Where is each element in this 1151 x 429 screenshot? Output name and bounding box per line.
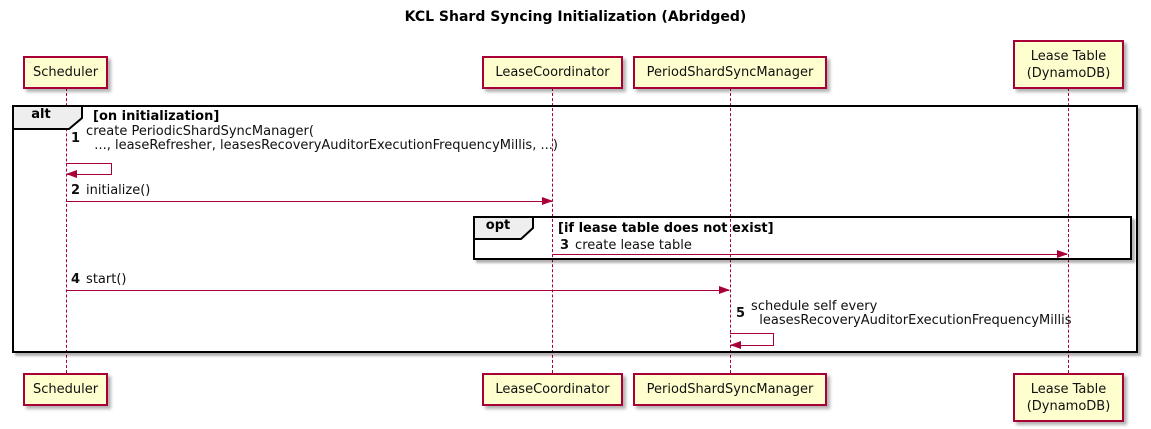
message-label: start() <box>86 271 127 287</box>
arrow-create-lease-table <box>553 250 1068 259</box>
message-number: 1 <box>71 131 81 146</box>
message-label: create PeriodicShardSyncManager( ..., le… <box>86 124 558 153</box>
arrow-initialize <box>66 197 553 206</box>
arrowhead-right <box>719 286 730 294</box>
participant-scheduler-bottom: Scheduler <box>23 373 108 406</box>
self-arrow-create-manager <box>66 163 112 178</box>
message-label: initialize() <box>86 182 151 198</box>
opt-operator-label: opt <box>485 218 511 233</box>
message-number: 2 <box>71 183 81 198</box>
lifeline-period-shard-sync-manager <box>730 88 731 373</box>
participant-lease-coordinator-top: LeaseCoordinator <box>482 56 623 89</box>
lifeline-scheduler <box>66 88 67 373</box>
alt-operator-label: alt <box>31 107 51 122</box>
message-start: 4 start() <box>71 272 126 287</box>
arrowhead-left <box>730 341 741 349</box>
arrow-shaft <box>553 254 1067 255</box>
alt-operator-pentagon <box>12 105 83 130</box>
opt-fragment-frame: opt [if lease table does not exist] <box>473 216 1132 260</box>
opt-operator-pentagon <box>473 216 534 240</box>
opt-guard-label: [if lease table does not exist] <box>558 221 774 236</box>
participant-period-shard-sync-manager-top: PeriodShardSyncManager <box>633 56 827 89</box>
arrow-shaft <box>66 290 729 291</box>
diagram-title: KCL Shard Syncing Initialization (Abridg… <box>404 9 747 25</box>
arrow-shaft <box>66 201 552 202</box>
lifeline-lease-table <box>1068 88 1069 373</box>
arrowhead-left <box>66 170 77 178</box>
alt-fragment-frame: alt [on initialization] <box>12 105 1138 353</box>
lifeline-lease-coordinator <box>552 88 553 373</box>
alt-guard-label: [on initialization] <box>93 109 220 124</box>
message-initialize: 2 initialize() <box>71 183 150 198</box>
arrow-start <box>66 286 730 295</box>
participant-lease-table-bottom: Lease Table (DynamoDB) <box>1013 373 1124 422</box>
message-create-manager: 1 create PeriodicShardSyncManager( ..., … <box>71 125 558 152</box>
participant-lease-coordinator-bottom: LeaseCoordinator <box>482 373 623 406</box>
message-label: create lease table <box>575 237 692 253</box>
self-arrow-schedule-self <box>730 333 774 349</box>
message-number: 3 <box>560 238 570 253</box>
arrowhead-right <box>542 197 553 205</box>
message-number: 5 <box>736 306 746 321</box>
message-number: 4 <box>71 272 81 287</box>
message-label: schedule self every leasesRecoveryAudito… <box>751 299 1072 328</box>
participant-scheduler-top: Scheduler <box>23 56 108 89</box>
participant-lease-table-top: Lease Table (DynamoDB) <box>1013 40 1124 89</box>
message-create-lease-table: 3 create lease table <box>560 238 692 253</box>
participant-period-shard-sync-manager-bottom: PeriodShardSyncManager <box>633 373 827 406</box>
message-schedule-self: 5 schedule self every leasesRecoveryAudi… <box>736 300 1072 327</box>
arrowhead-right <box>1057 250 1068 258</box>
